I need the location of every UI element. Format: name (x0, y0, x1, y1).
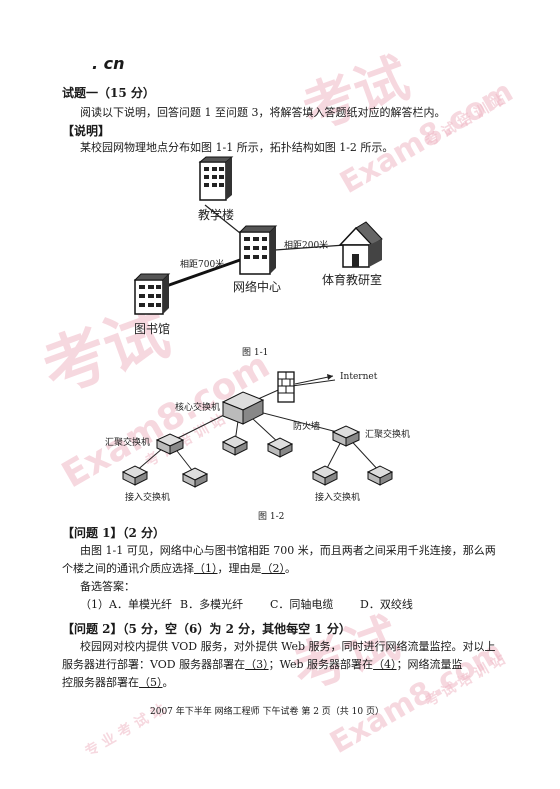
question2-line1: 校园网对校内提供 VOD 服务，对外提供 Web 服务，同时进行网络流量监控。对… (80, 640, 496, 653)
link-library-center (154, 258, 241, 292)
agg-switch-left-icon (155, 433, 185, 455)
answer-blank-4: （4） (373, 658, 397, 671)
answer-blank-1: （1） (194, 562, 218, 575)
options-label: 备选答案： (80, 580, 135, 593)
description-label: 【说明】 (62, 124, 111, 138)
option-d: D．双绞线 (360, 598, 413, 611)
label-core-switch: 核心交换机 (175, 401, 220, 413)
label-teaching: 教学楼 (198, 207, 234, 222)
label-gym: 体育教研室 (322, 272, 382, 287)
question1-title: 【问题 1】（2 分） (62, 526, 166, 540)
distance-center-gym: 相距200米 (284, 239, 328, 251)
option-c: C．同轴电缆 (270, 598, 334, 611)
description-text: 某校园网物理地点分布如图 1-1 所示，拓扑结构如图 1-2 所示。 (80, 141, 394, 154)
answer-blank-2: （2） (261, 562, 286, 575)
gym-house-icon (338, 221, 383, 268)
text-span: 控服务器部署在 (62, 676, 139, 689)
access-switch-icon (181, 467, 209, 488)
label-access-left: 接入交换机 (125, 491, 170, 503)
question2-line3: 控服务器部署在（5）。 (62, 674, 174, 690)
question2-line2: 服务器进行部署：VOD 服务器部署在（3）；Web 服务器部署在（4）；网络流量… (62, 656, 463, 672)
text-span: ；Web 服务器部署在 (268, 658, 374, 671)
question2-title: 【问题 2】（5 分，空（6）为 2 分，其他每空 1 分） (62, 622, 351, 636)
text-span: ，理由是 (217, 562, 262, 575)
text-span: 个楼之间的通讯介质应选择 (62, 562, 194, 575)
answer-blank-5: （5） (139, 676, 163, 689)
arrow-head-icon (327, 374, 333, 380)
question-title: 试题一（15 分） (62, 86, 155, 100)
site-fragment: . cn (92, 54, 125, 73)
network-center-building-icon (238, 225, 278, 275)
agg-switch-right-icon (331, 425, 361, 447)
access-switch-icon (121, 465, 149, 486)
question1-line1: 由图 1-1 可见，网络中心与图书馆相距 700 米，而且两者之间采用千兆连接，… (80, 544, 496, 557)
distance-library-center: 相距700米 (180, 258, 224, 270)
option-b: B．多模光纤 (180, 598, 244, 611)
label-agg-right: 汇聚交换机 (365, 428, 410, 440)
intro-text: 阅读以下说明，回答问题 1 至问题 3，将解答填入答题纸对应的解答栏内。 (80, 106, 446, 119)
text-span: 。 (162, 676, 174, 689)
label-network-center: 网络中心 (233, 279, 281, 294)
teaching-building-icon (198, 156, 234, 201)
figure-campus-layout: 教学楼 网络中心 体育教研室 图书馆 相距700米 相距200米 图 1-1 (133, 156, 383, 358)
label-access-right: 接入交换机 (315, 491, 360, 503)
answer-blank-3: （3） (245, 658, 269, 671)
firewall-icon (277, 371, 295, 403)
text-span: 。 (285, 562, 296, 575)
watermark-logo: 考试 (294, 46, 418, 143)
label-agg-left: 汇聚交换机 (105, 436, 150, 448)
access-switch-icon (366, 465, 394, 486)
switch-middle-2-icon (266, 437, 294, 458)
library-building-icon (133, 273, 171, 315)
question1-line2: 个楼之间的通讯介质应选择（1），理由是（2）。 (62, 560, 296, 576)
page-footer: 2007 年下半年 网络工程师 下午试卷 第 2 页（共 10 页） (150, 707, 384, 717)
core-switch-icon (221, 391, 265, 425)
text-span: 服务器进行部署：VOD 服务器部署在 (62, 658, 246, 671)
access-switch-icon (311, 465, 339, 486)
switch-middle-1-icon (221, 435, 249, 456)
label-firewall: 防火墙 (293, 420, 320, 432)
figure-network-topology: Internet 防火墙 核心交换机 汇聚交换机 汇聚交换机 (105, 371, 410, 522)
label-library: 图书馆 (134, 321, 170, 336)
figure1-caption: 图 1-1 (242, 347, 268, 358)
label-internet: Internet (340, 372, 378, 382)
internet-arrow (294, 375, 334, 385)
figure2-caption: 图 1-2 (258, 511, 284, 522)
option-a: （1）A．单模光纤 (80, 598, 172, 611)
link-center-gym (274, 244, 346, 251)
text-span: ；网络流量监 (396, 658, 463, 671)
